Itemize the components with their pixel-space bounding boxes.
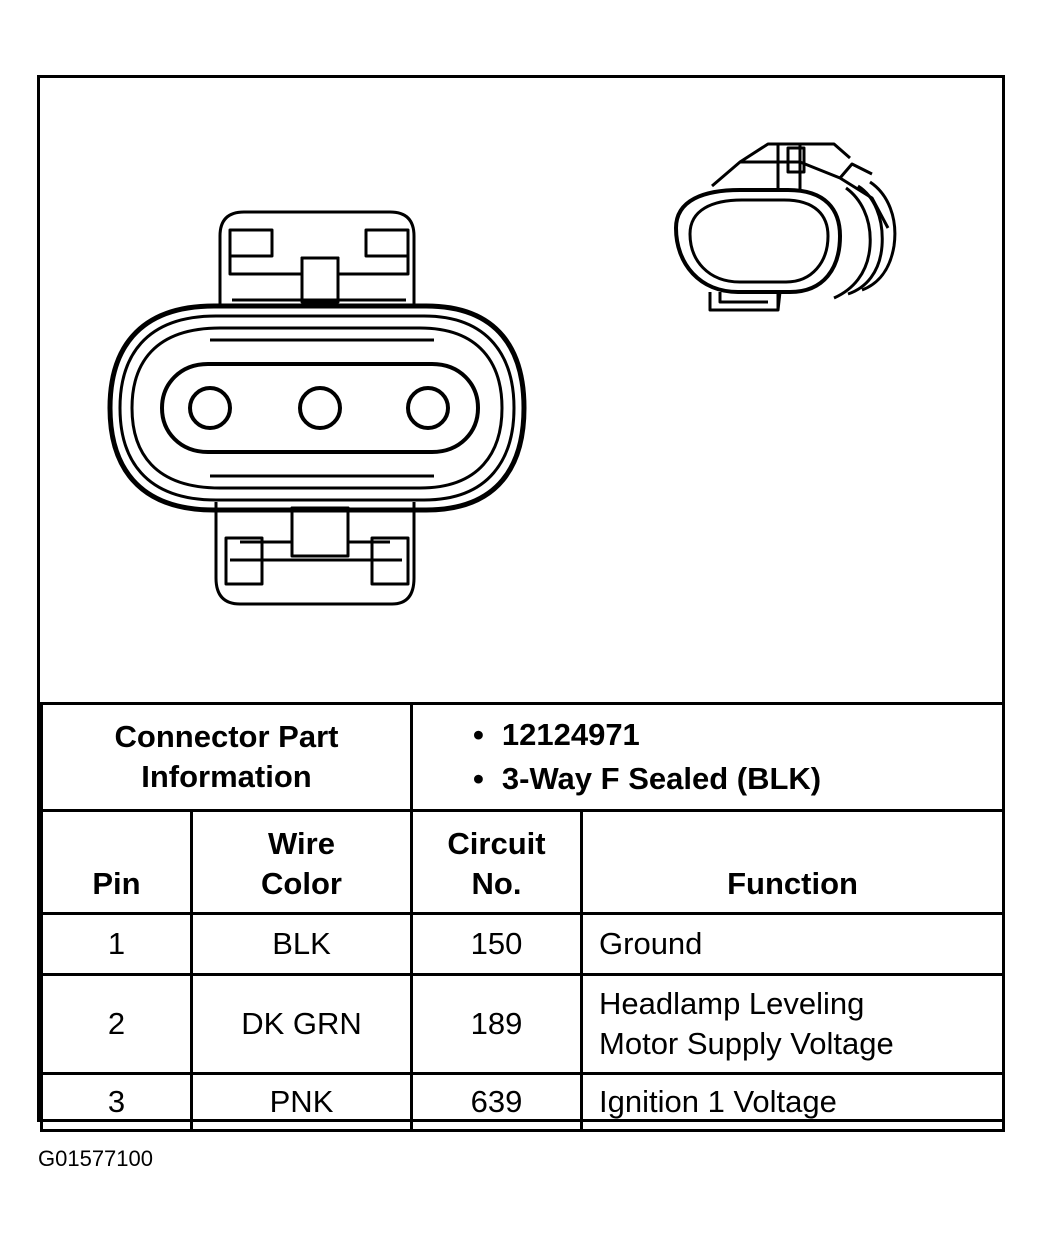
header-function: Function (580, 809, 1006, 915)
cell-function: Ground (580, 912, 1006, 976)
pin-cavity-3 (406, 386, 450, 430)
cell-pin: 3 (40, 1072, 193, 1132)
cell-function: Ignition 1 Voltage (580, 1072, 1006, 1132)
connector-isometric-view (674, 142, 897, 312)
header-circuit-line1: Circuit (447, 826, 546, 861)
cell-pin: 2 (40, 973, 193, 1075)
cell-function-line2: Motor Supply Voltage (599, 1026, 894, 1061)
header-circuit-line2: No. (471, 866, 522, 901)
connector-description: 3-Way F Sealed (BLK) (473, 757, 1002, 801)
cell-circuit: 150 (410, 912, 584, 976)
header-circuit-no: Circuit No. (410, 809, 584, 915)
pin-cavity-1 (188, 386, 232, 430)
table-row: 3 PNK 639 Ignition 1 Voltage (40, 1072, 1006, 1132)
cell-circuit: 189 (410, 973, 584, 1075)
connector-pinout-table: Connector Part Information 12124971 3-Wa… (39, 702, 1006, 1132)
part-number: 12124971 (473, 713, 1002, 757)
header-function-text: Function (727, 866, 858, 901)
connector-face-view (107, 210, 527, 606)
cell-circuit: 639 (410, 1072, 584, 1132)
header-pin-text: Pin (92, 866, 141, 901)
header-wire-color: Wire Color (189, 809, 414, 915)
header-wire-color-line1: Wire (268, 826, 335, 861)
table-row: 2 DK GRN 189 Headlamp Leveling Motor Sup… (40, 973, 1006, 1075)
table-row: 1 BLK 150 Ground (40, 912, 1006, 976)
connector-part-label-line2: Information (141, 759, 312, 794)
diagram-frame: Connector Part Information 12124971 3-Wa… (37, 75, 1006, 1132)
table-header-row: Pin Wire Color Circuit No. Function (40, 809, 1006, 915)
cell-function-line1: Ground (599, 926, 703, 961)
connector-part-label-line1: Connector Part (114, 719, 339, 754)
figure-id: G01577100 (38, 1146, 153, 1171)
header-pin: Pin (40, 809, 193, 915)
cell-wire-color: DK GRN (189, 973, 414, 1075)
cell-pin: 1 (40, 912, 193, 976)
cell-function-line1: Headlamp Leveling (599, 986, 865, 1021)
cell-wire-color: PNK (189, 1072, 414, 1132)
pin-cavity-2 (298, 386, 342, 430)
cell-function: Headlamp Leveling Motor Supply Voltage (580, 973, 1006, 1075)
cell-function-line1: Ignition 1 Voltage (599, 1084, 837, 1119)
connector-illustration (107, 142, 897, 606)
connector-part-info-values: 12124971 3-Way F Sealed (BLK) (410, 702, 1006, 812)
cell-wire-color: BLK (189, 912, 414, 976)
header-wire-color-line2: Color (261, 866, 342, 901)
connector-part-info-label: Connector Part Information (39, 702, 414, 812)
connector-part-info-row: Connector Part Information 12124971 3-Wa… (39, 702, 1006, 812)
